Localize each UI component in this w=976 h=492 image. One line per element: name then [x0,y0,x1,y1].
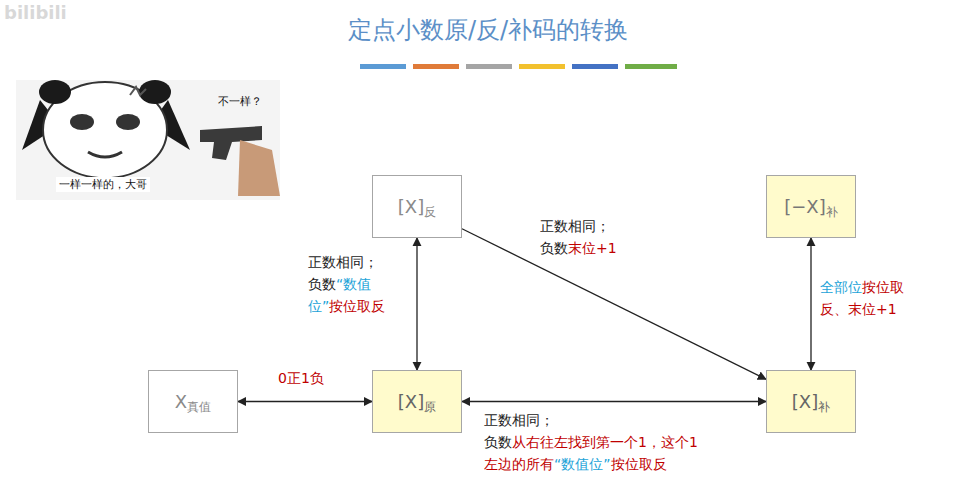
edge-label: 全部位按位取 反、末位+1 [818,276,906,320]
code-subscript: 补 [818,399,830,416]
code-subscript: 真值 [187,399,211,416]
code-symbol: [−X] [784,196,825,217]
conversion-arrow [416,238,417,370]
code-symbol: [X] [792,391,818,412]
code-subscript: 补 [826,204,838,221]
title-color-bar [360,64,677,69]
diagram-title: 定点小数原/反/补码的转换 [0,14,976,46]
note-label: bilibili [4,2,67,23]
conversion-arrow [810,238,811,370]
code-box: [X]补 [766,370,856,433]
code-subscript: 反 [424,204,436,221]
conversion-arrow [238,401,372,402]
edge-label: 正数相同； 负数从右往左找到第一个1，这个1 左边的所有“数值位”按位取反 [482,409,700,475]
conversion-arrow [462,229,766,379]
code-symbol: [X] [398,196,424,217]
meme-picture [16,80,280,200]
edge-label: 0正1负 [276,367,326,389]
code-symbol: [X] [398,391,424,412]
code-box: [X]原 [372,370,462,433]
conversion-arrow [462,401,766,402]
code-subscript: 原 [424,399,436,416]
code-symbol: X [175,391,187,412]
code-box: [X]反 [372,175,462,238]
note-label: 一样一样的，大哥 [56,177,150,192]
edge-label: 正数相同； 负数末位+1 [538,215,619,259]
note-label: 不一样？ [218,94,262,109]
edge-label: 正数相同； 负数“数值 位”按位取反 [306,251,387,317]
code-box: [−X]补 [766,175,856,238]
code-box: X真值 [148,370,238,433]
